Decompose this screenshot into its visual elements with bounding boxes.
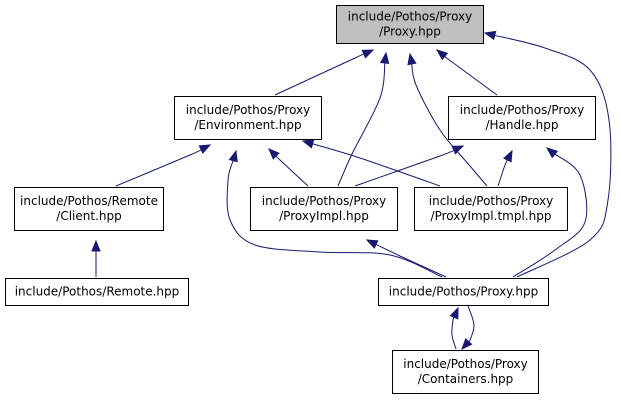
node-box — [448, 96, 596, 140]
node-label-line: include/Pothos/Remote.hpp — [15, 285, 180, 299]
edge-line — [337, 60, 386, 187]
node-label-line: /Environment.hpp — [194, 118, 301, 132]
node-label-line: include/Pothos/Proxy — [429, 194, 554, 208]
node-label-line: /ProxyImpl.tmpl.hpp — [431, 209, 552, 223]
node-box — [414, 187, 568, 231]
node-proxyimpl-hpp[interactable]: include/Pothos/Proxy/ProxyImpl.hpp — [250, 187, 398, 231]
edge-proxyimpl_hpp-to-handle_hpp — [354, 145, 465, 187]
node-box — [174, 96, 322, 140]
edge-proxyimpl_hpp-to-proxy_hpp — [337, 51, 390, 187]
nodes-layer: include/Pothos/Proxy/Proxy.hppinclude/Po… — [5, 5, 596, 394]
edge-line — [274, 52, 367, 96]
node-containers-hpp[interactable]: include/Pothos/Proxy/Containers.hpp — [392, 350, 539, 394]
node-handle-hpp[interactable]: include/Pothos/Proxy/Handle.hpp — [448, 96, 596, 140]
arrowhead-icon — [91, 239, 101, 252]
node-label-line: include/Pothos/Remote — [20, 194, 158, 208]
arrowhead-icon — [198, 144, 212, 154]
edge-proxyimpl_tmpl_hpp-to-handle_hpp — [497, 149, 513, 187]
edge-line — [310, 142, 441, 187]
edge-line — [492, 34, 612, 278]
arrowhead-icon — [301, 139, 315, 149]
edge-line — [411, 61, 488, 187]
edge-line — [354, 148, 456, 187]
edge-proxyimpl_tmpl_hpp-to-proxy_hpp — [407, 52, 488, 187]
node-label-line: /Client.hpp — [56, 209, 121, 223]
arrowhead-icon — [365, 239, 379, 249]
node-proxy-hpp[interactable]: include/Pothos/Proxy/Proxy.hpp — [336, 5, 484, 44]
edge-remote_hpp-to-remote_client_hpp — [91, 239, 101, 278]
edge-line — [226, 158, 443, 278]
node-label-line: /ProxyImpl.hpp — [279, 209, 369, 223]
node-label-line: /Handle.hpp — [485, 118, 558, 132]
edge-proxyimpl_tmpl_hpp-to-environment_hpp — [301, 139, 441, 187]
node-box — [250, 187, 398, 231]
arrowhead-icon — [545, 147, 559, 159]
arrowhead-icon — [268, 148, 280, 160]
arrowhead-icon — [461, 338, 473, 351]
edge-pothos_proxy_hpp-to-handle_hpp — [512, 147, 588, 278]
node-label-line: include/Pothos/Proxy — [262, 194, 387, 208]
arrowhead-icon — [451, 145, 465, 155]
arrowhead-icon — [361, 49, 375, 59]
node-box — [14, 187, 164, 231]
edge-proxyimpl_hpp-to-environment_hpp — [268, 148, 309, 187]
node-remote-hpp[interactable]: include/Pothos/Remote.hpp — [5, 278, 189, 306]
node-box — [336, 5, 484, 44]
node-box — [378, 278, 549, 306]
edge-line — [466, 305, 475, 344]
arrowhead-icon — [503, 149, 513, 163]
node-box — [5, 278, 189, 306]
edge-line — [497, 157, 509, 187]
node-box — [392, 350, 539, 394]
edge-pothos_proxy_hpp-to-proxyimpl_hpp — [365, 239, 447, 278]
arrowhead-icon — [407, 52, 417, 66]
node-label-line: include/Pothos/Proxy.hpp — [389, 285, 538, 299]
edge-line — [274, 154, 309, 187]
edge-pothos_proxy_hpp-to-containers_hpp — [461, 305, 475, 351]
edge-environment_hpp-to-proxy_hpp — [274, 49, 375, 96]
arrowhead-icon — [379, 51, 390, 64]
edge-line — [512, 152, 588, 278]
node-label-line: include/Pothos/Proxy — [460, 103, 585, 117]
node-label-line: include/Pothos/Proxy — [186, 103, 311, 117]
edge-line — [442, 54, 498, 96]
edges-layer — [91, 30, 612, 351]
arrowhead-icon — [228, 149, 238, 163]
edge-handle_hpp-to-proxy_hpp — [435, 49, 498, 96]
edge-remote_client_hpp-to-environment_hpp — [115, 144, 212, 187]
node-proxyimpl-tmpl-hpp[interactable]: include/Pothos/Proxy/ProxyImpl.tmpl.hpp — [414, 187, 568, 231]
node-remote-client-hpp[interactable]: include/Pothos/Remote/Client.hpp — [14, 187, 164, 231]
arrowhead-icon — [449, 306, 459, 320]
node-label-line: include/Pothos/Proxy — [403, 357, 528, 371]
edge-line — [115, 148, 204, 187]
edge-line — [373, 243, 447, 278]
arrowhead-icon — [435, 49, 449, 61]
edge-pothos_proxy_hpp-to-environment_hpp — [226, 149, 443, 278]
node-label-line: /Containers.hpp — [418, 372, 514, 386]
node-environment-hpp[interactable]: include/Pothos/Proxy/Environment.hpp — [174, 96, 322, 140]
arrowhead-icon — [483, 30, 497, 41]
edge-containers_hpp-to-pothos_proxy_hpp — [449, 306, 459, 350]
node-label-line: /Proxy.hpp — [379, 25, 441, 39]
node-label-line: include/Pothos/Proxy — [348, 10, 473, 24]
edge-line — [451, 315, 457, 350]
edge-pothos_proxy_hpp-to-proxy_hpp — [483, 30, 612, 278]
node-pothos-proxy-hpp[interactable]: include/Pothos/Proxy.hpp — [378, 278, 549, 306]
